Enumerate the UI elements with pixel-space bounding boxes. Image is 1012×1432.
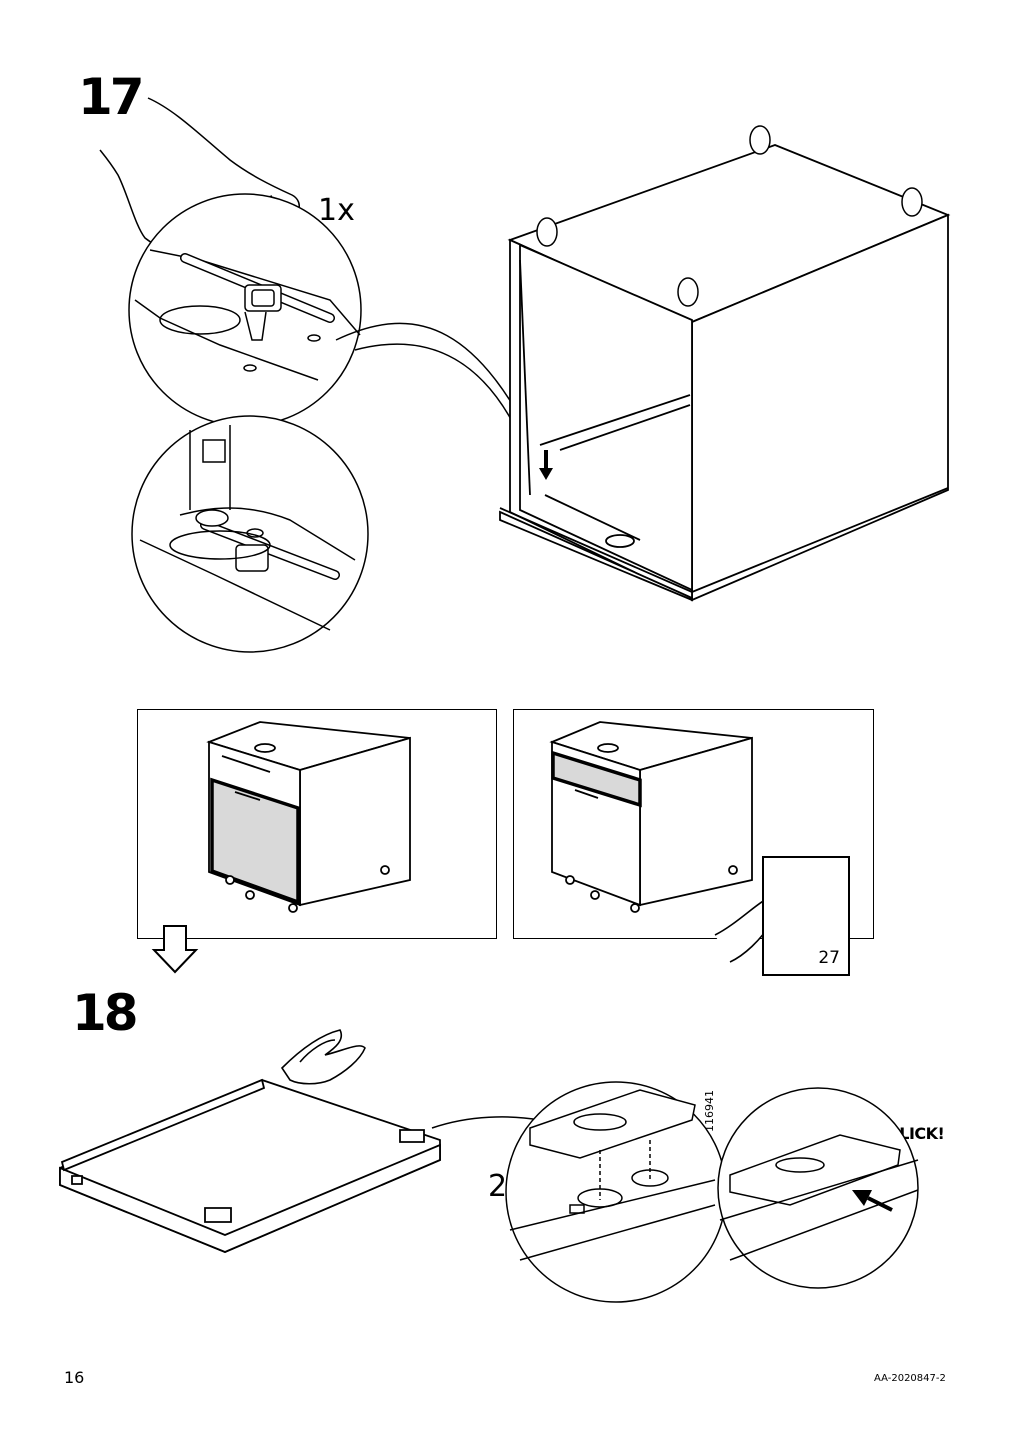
hand-point-icon xyxy=(282,1030,365,1084)
drawer-panel xyxy=(60,1080,440,1252)
reference-page-number: 27 xyxy=(818,948,840,968)
detail-circle-clip xyxy=(506,1082,726,1302)
next-step-arrow-icon xyxy=(154,926,196,972)
document-id: AA-2020847-2 xyxy=(874,1373,946,1384)
arrow-down-small-icon xyxy=(539,450,553,480)
page-number: 16 xyxy=(64,1368,85,1387)
caster-icons xyxy=(537,126,922,306)
cabinet-frame xyxy=(500,145,948,600)
pedestal-left xyxy=(209,722,410,912)
detail-circle-upper xyxy=(129,194,361,426)
step-17-number: 17 xyxy=(78,68,145,126)
detail-circle-lower xyxy=(132,416,368,652)
step-17-quantity: 1x xyxy=(318,193,355,228)
reference-page-badge[interactable]: 27 xyxy=(762,856,850,976)
callout-line xyxy=(432,1117,540,1128)
detail-circle-click xyxy=(718,1088,918,1288)
pedestal-right xyxy=(552,722,752,912)
step-18-number: 18 xyxy=(72,984,139,1042)
push-arrow-icon xyxy=(852,1190,892,1210)
